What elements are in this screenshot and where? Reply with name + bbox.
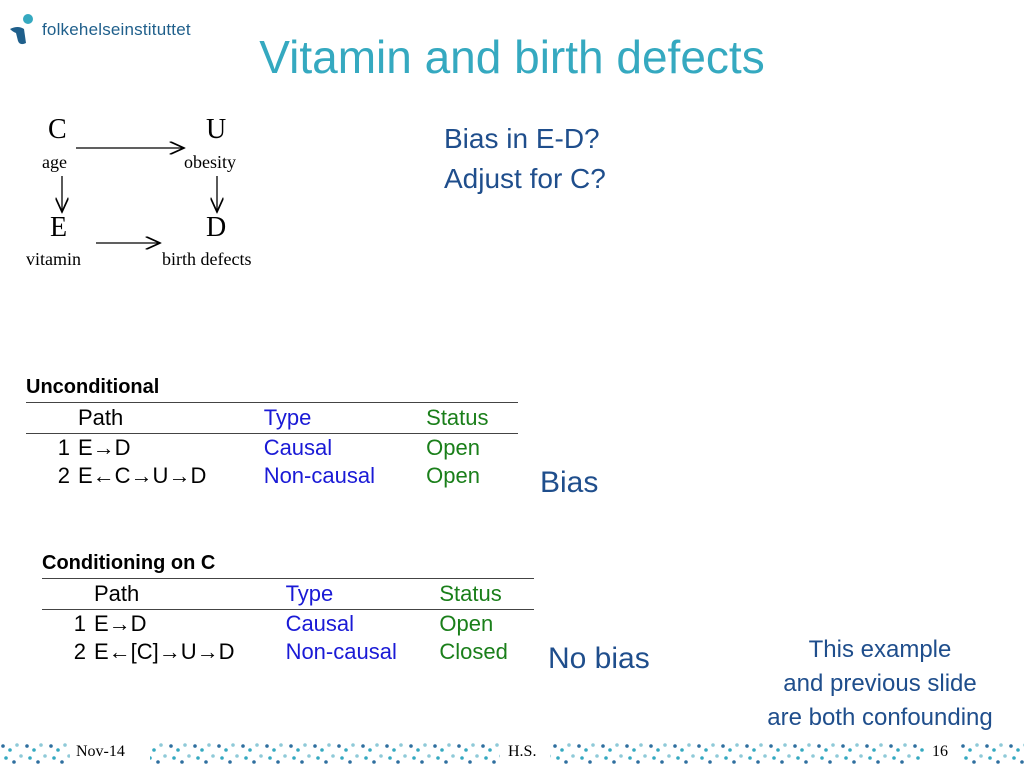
node-d-label: birth defects (162, 249, 252, 269)
slide-title: Vitamin and birth defects (259, 31, 765, 83)
unconditional-table: Path Type Status 1 E→D Causal Open 2 E←C… (26, 402, 518, 490)
node-e: E (50, 212, 68, 243)
footer-page-number: 16 (932, 743, 948, 760)
table-header-row: Path Type Status (42, 578, 534, 610)
column-header-type: Type (285, 581, 334, 606)
column-header-type: Type (263, 405, 312, 430)
node-u-label: obesity (184, 152, 236, 172)
table-header-row: Path Type Status (26, 402, 518, 434)
row-number: 2 (57, 463, 70, 488)
path-cell: E→D (94, 611, 147, 636)
footer-author: H.S. (508, 743, 537, 760)
note-line: and previous slide (783, 670, 977, 697)
note-line: This example (808, 636, 952, 663)
footer-dot-pattern (0, 738, 1024, 768)
column-header-status: Status (439, 581, 502, 606)
unconditional-title: Unconditional (26, 376, 160, 398)
node-c: C (48, 114, 67, 145)
type-cell: Non-causal (285, 639, 397, 664)
node-c-label: age (42, 152, 67, 172)
node-e-label: vitamin (26, 249, 81, 269)
path-cell: E←C→U→D (78, 463, 207, 488)
row-number: 2 (73, 639, 86, 664)
path-cell: E←[C]→U→D (94, 639, 235, 664)
note-line: are both confounding (767, 704, 993, 731)
path-cell: E→D (78, 435, 131, 460)
node-d: D (206, 212, 227, 243)
table-row: 2 E←[C]→U→D Non-causal Closed (42, 638, 534, 666)
row-number: 1 (57, 435, 70, 460)
table-row: 1 E→D Causal Open (26, 434, 518, 463)
column-header-status: Status (426, 405, 489, 430)
conditioning-table: Path Type Status 1 E→D Causal Open 2 E←[… (42, 578, 534, 666)
row-number: 1 (73, 611, 86, 636)
question-bias: Bias in E-D? (444, 123, 600, 154)
type-cell: Causal (285, 611, 355, 636)
confounding-note: This example and previous slide are both… (730, 633, 1024, 735)
question-adjust: Adjust for C? (444, 163, 606, 194)
logo-text: folkehelseinstituttet (42, 20, 191, 39)
diagram-arrows (0, 0, 300, 290)
verdict-no-bias: No bias (548, 642, 650, 675)
type-cell: Non-causal (263, 463, 375, 488)
column-header-path: Path (94, 581, 140, 606)
verdict-bias: Bias (540, 466, 599, 499)
logo: folkehelseinstituttet (8, 8, 191, 52)
footer-date: Nov-14 (76, 743, 125, 760)
status-cell: Open (426, 435, 480, 460)
status-cell: Open (439, 611, 494, 636)
node-u: U (206, 114, 227, 145)
table-row: 1 E→D Causal Open (42, 610, 534, 639)
type-cell: Causal (263, 435, 333, 460)
status-cell: Open (426, 463, 480, 488)
table-row: 2 E←C→U→D Non-causal Open (26, 462, 518, 490)
logo-mark-icon (10, 14, 33, 45)
status-cell: Closed (439, 639, 508, 664)
column-header-path: Path (78, 405, 124, 430)
conditioning-title: Conditioning on C (42, 552, 216, 574)
